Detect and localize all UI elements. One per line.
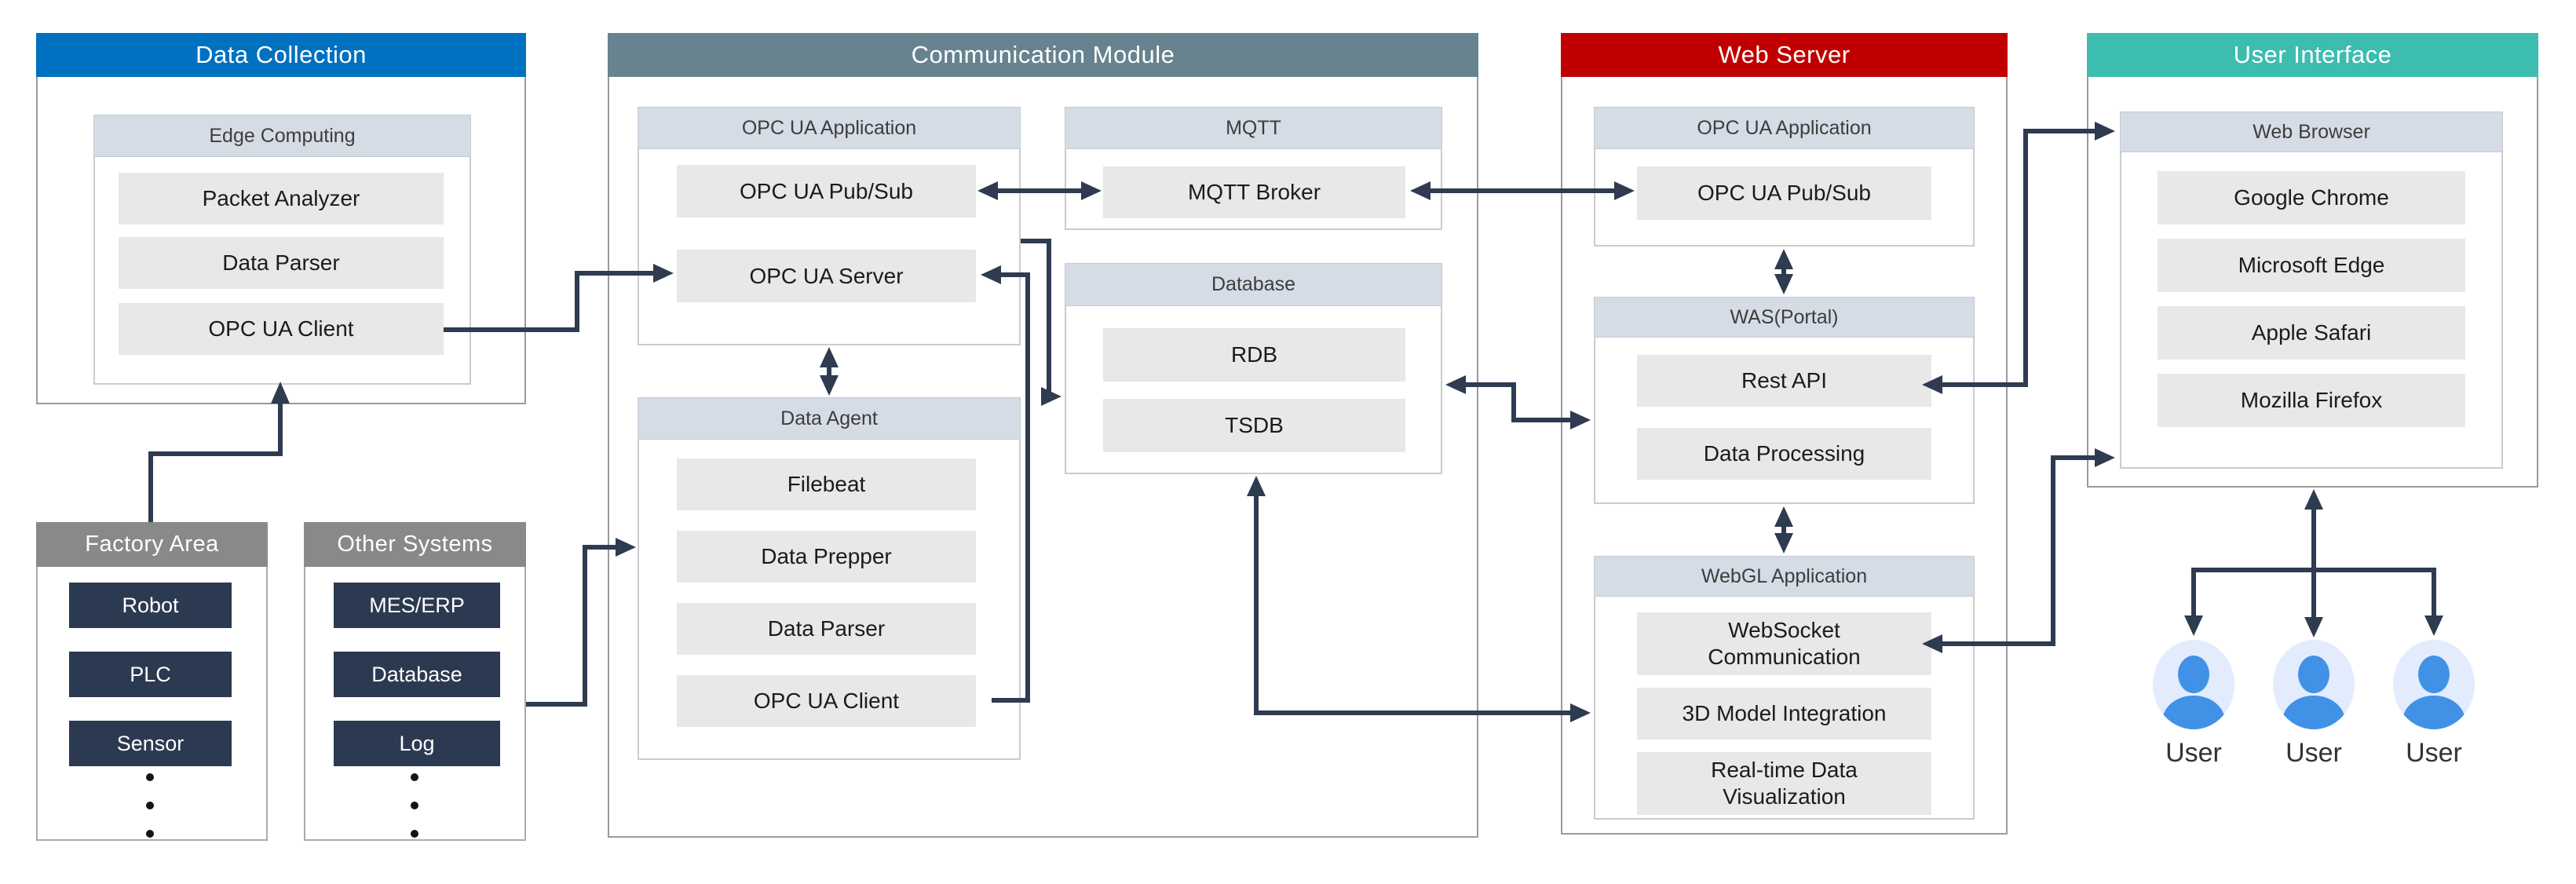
web-browser-header: Web Browser [2120, 111, 2503, 152]
realtime-visualization-box: Real-time Data Visualization [1637, 752, 1931, 815]
mozilla-firefox-box: Mozilla Firefox [2158, 374, 2465, 427]
user-icon [2393, 640, 2475, 729]
data-processing-box: Data Processing [1637, 428, 1931, 480]
agent-data-parser-box: Data Parser [677, 603, 976, 655]
tsdb-box: TSDB [1103, 399, 1405, 452]
comm-opc-ua-application-header: OPC UA Application [638, 107, 1021, 149]
mqtt-broker-box: MQTT Broker [1103, 166, 1405, 218]
sensor-box: Sensor [69, 721, 232, 766]
web-server-header: Web Server [1561, 33, 2008, 77]
data-agent-header: Data Agent [638, 397, 1021, 440]
factory-area-header: Factory Area [36, 522, 268, 567]
database-box: Database [334, 652, 500, 697]
microsoft-edge-box: Microsoft Edge [2158, 239, 2465, 292]
data-parser-box: Data Parser [119, 237, 444, 289]
ws-opc-ua-application-header: OPC UA Application [1594, 107, 1975, 149]
communication-module-header: Communication Module [608, 33, 1478, 77]
mqtt-header: MQTT [1065, 107, 1442, 149]
comm-database-header: Database [1065, 263, 1442, 306]
packet-analyzer-box: Packet Analyzer [119, 173, 444, 225]
comm-opc-ua-pubsub-box: OPC UA Pub/Sub [677, 165, 976, 217]
user-icon [2273, 640, 2355, 729]
google-chrome-box: Google Chrome [2158, 171, 2465, 225]
user-icon [2153, 640, 2234, 729]
was-portal-header: WAS(Portal) [1594, 297, 1975, 338]
log-box: Log [334, 721, 500, 766]
user-label: User [2406, 738, 2462, 768]
filebeat-box: Filebeat [677, 458, 976, 510]
agent-opc-ua-client-box: OPC UA Client [677, 675, 976, 727]
comm-opc-ua-server-box: OPC UA Server [677, 250, 976, 302]
websocket-communication-box: WebSocket Communication [1637, 612, 1931, 675]
other-systems-header: Other Systems [304, 522, 526, 567]
factory-ellipsis [146, 773, 154, 838]
other-systems-ellipsis [411, 773, 418, 838]
robot-box: Robot [69, 583, 232, 628]
apple-safari-box: Apple Safari [2158, 306, 2465, 360]
mes-erp-box: MES/ERP [334, 583, 500, 628]
ws-opc-ua-pubsub-box: OPC UA Pub/Sub [1637, 166, 1931, 220]
rdb-box: RDB [1103, 328, 1405, 382]
model-integration-box: 3D Model Integration [1637, 688, 1931, 740]
user-label: User [2165, 738, 2222, 768]
rest-api-box: Rest API [1637, 355, 1931, 407]
edge-computing-header: Edge Computing [93, 115, 471, 157]
opc-ua-client-box: OPC UA Client [119, 303, 444, 355]
webgl-application-header: WebGL Application [1594, 556, 1975, 597]
data-collection-header: Data Collection [36, 33, 526, 77]
data-prepper-box: Data Prepper [677, 531, 976, 583]
plc-box: PLC [69, 652, 232, 697]
user-interface-header: User Interface [2087, 33, 2538, 77]
user-label: User [2286, 738, 2342, 768]
